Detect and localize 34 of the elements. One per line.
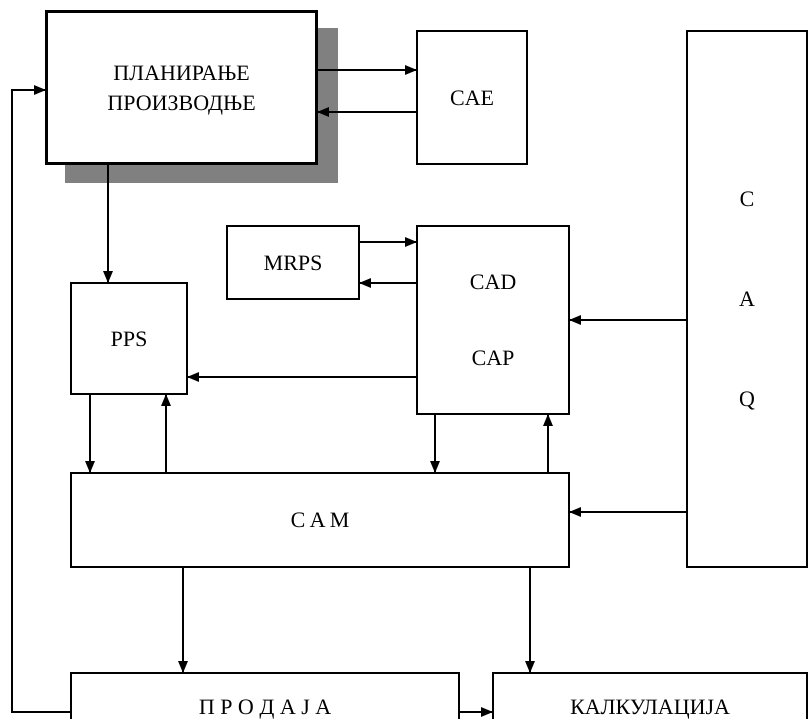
arrow: [525, 568, 535, 673]
box-label: CAD: [468, 268, 518, 296]
arrow: [460, 707, 493, 717]
box-label: П Р О Д А Ј А: [198, 693, 332, 719]
arrow: [569, 315, 686, 325]
arrow: [569, 507, 686, 517]
process-box: [226, 225, 360, 300]
process-box: [70, 472, 570, 568]
box-label: A: [738, 285, 756, 314]
box-label: CAP: [470, 344, 516, 372]
arrow: [543, 414, 553, 472]
arrow: [430, 415, 440, 473]
arrow: [318, 65, 417, 75]
arrow: [11, 85, 70, 713]
box-label: MRPS: [262, 248, 324, 277]
arrow: [317, 107, 416, 117]
box-label: Q: [738, 384, 756, 413]
box-label: C: [738, 185, 756, 214]
box-label: КАЛКУЛАЦИЈА: [569, 693, 731, 719]
box-label: PPS: [110, 324, 148, 353]
process-box: [416, 30, 528, 165]
process-box: [70, 282, 188, 395]
arrow: [85, 395, 95, 473]
arrow: [103, 165, 113, 283]
process-box: [416, 225, 570, 415]
arrow: [359, 278, 416, 288]
arrow: [178, 568, 188, 673]
box-label: CAE: [449, 84, 495, 112]
arrow: [161, 394, 171, 472]
box-label: ПЛАНИРАЊЕ ПРОИЗВОДЊЕ: [106, 58, 257, 117]
process-box: [686, 30, 808, 568]
arrow: [360, 237, 417, 247]
box-label: C A M: [290, 506, 350, 534]
arrow: [187, 372, 416, 382]
